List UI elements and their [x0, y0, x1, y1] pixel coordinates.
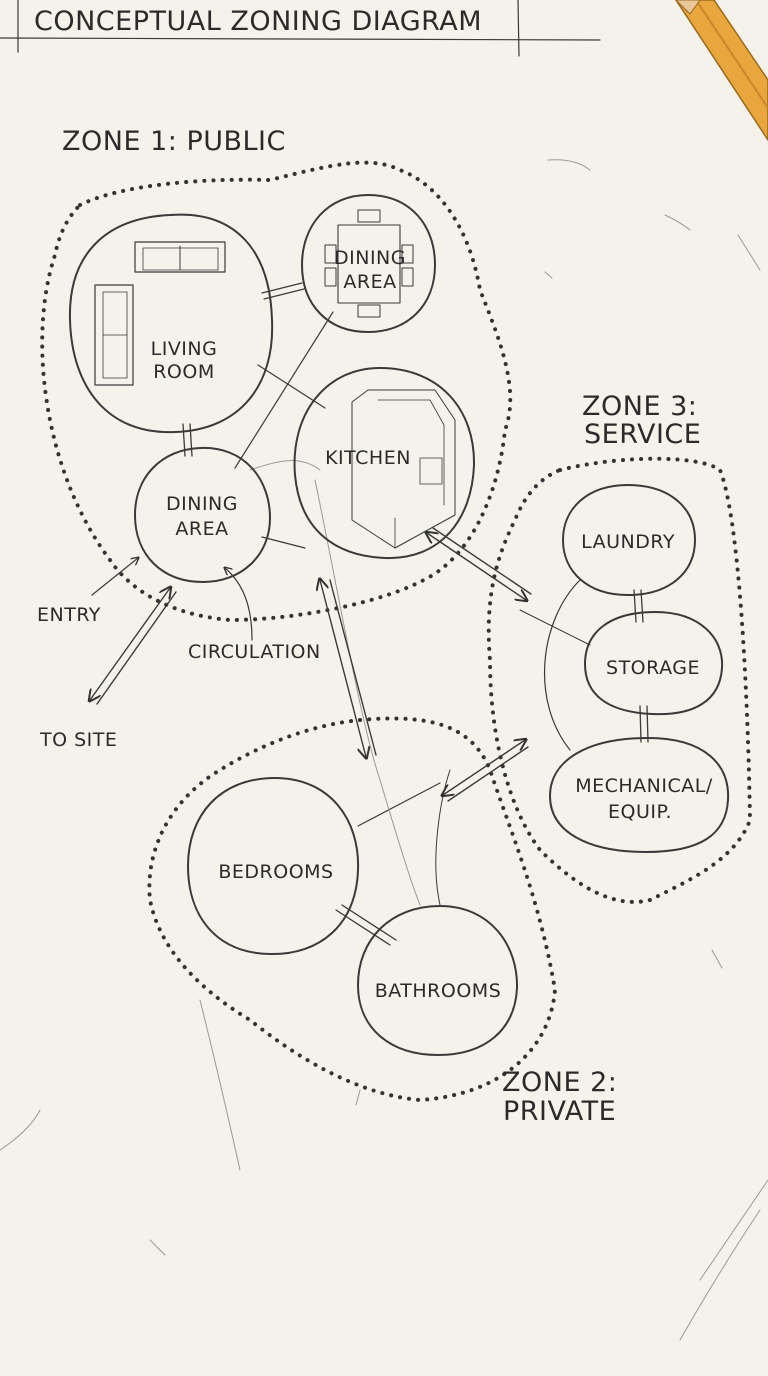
room-bathrooms — [357, 905, 519, 1056]
room-bedrooms — [187, 777, 360, 956]
living-room-label-line1: LIVING — [151, 338, 218, 360]
pencil-illustration — [675, 0, 768, 142]
storage-label: STORAGE — [606, 657, 700, 679]
mechanical-label-line1: MECHANICAL/ — [575, 775, 713, 797]
dining-top-label-line1: DINING — [334, 247, 406, 269]
room-dining-bottom — [134, 446, 271, 583]
mechanical-label-line2: EQUIP. — [608, 801, 672, 823]
room-kitchen — [293, 367, 476, 560]
room-living-room — [68, 213, 274, 434]
zone-2-private-boundary — [147, 716, 558, 1103]
zone-2-label-line2: PRIVATE — [503, 1096, 616, 1127]
zone-1-label: ZONE 1: PUBLIC — [62, 126, 286, 157]
kitchen-counter-icon — [351, 389, 456, 549]
zone-3-label-line2: SERVICE — [584, 419, 701, 450]
zone-2-label-line1: ZONE 2: — [502, 1067, 617, 1098]
room-connections — [182, 282, 649, 946]
room-dining-top — [301, 194, 436, 333]
circulation-label: CIRCULATION — [188, 641, 321, 663]
sketch-marks — [0, 159, 768, 1341]
room-laundry — [562, 484, 696, 596]
circulation-arrows — [90, 527, 532, 802]
title-frame — [0, 0, 601, 57]
bedrooms-label: BEDROOMS — [218, 861, 333, 883]
entry-label: ENTRY — [37, 604, 101, 626]
living-room-label-line2: ROOM — [153, 361, 215, 383]
armchair-icon — [94, 284, 134, 386]
bathrooms-label: BATHROOMS — [375, 980, 502, 1002]
diagram-title: CONCEPTUAL ZONING DIAGRAM — [34, 6, 482, 37]
kitchen-label: KITCHEN — [325, 447, 411, 469]
dining-bottom-label-line1: DINING — [166, 493, 238, 515]
dining-top-label-line2: AREA — [343, 271, 396, 293]
room-mechanical — [549, 737, 730, 853]
dining-bottom-label-line2: AREA — [175, 518, 228, 540]
zone-1-public-boundary — [40, 160, 513, 623]
laundry-label: LAUNDRY — [581, 531, 675, 553]
sofa-icon — [134, 241, 226, 273]
room-storage — [584, 611, 724, 716]
to-site-label: TO SITE — [39, 729, 117, 751]
dining-table-icon — [324, 209, 414, 318]
zone-3-label-line1: ZONE 3: — [582, 391, 697, 422]
